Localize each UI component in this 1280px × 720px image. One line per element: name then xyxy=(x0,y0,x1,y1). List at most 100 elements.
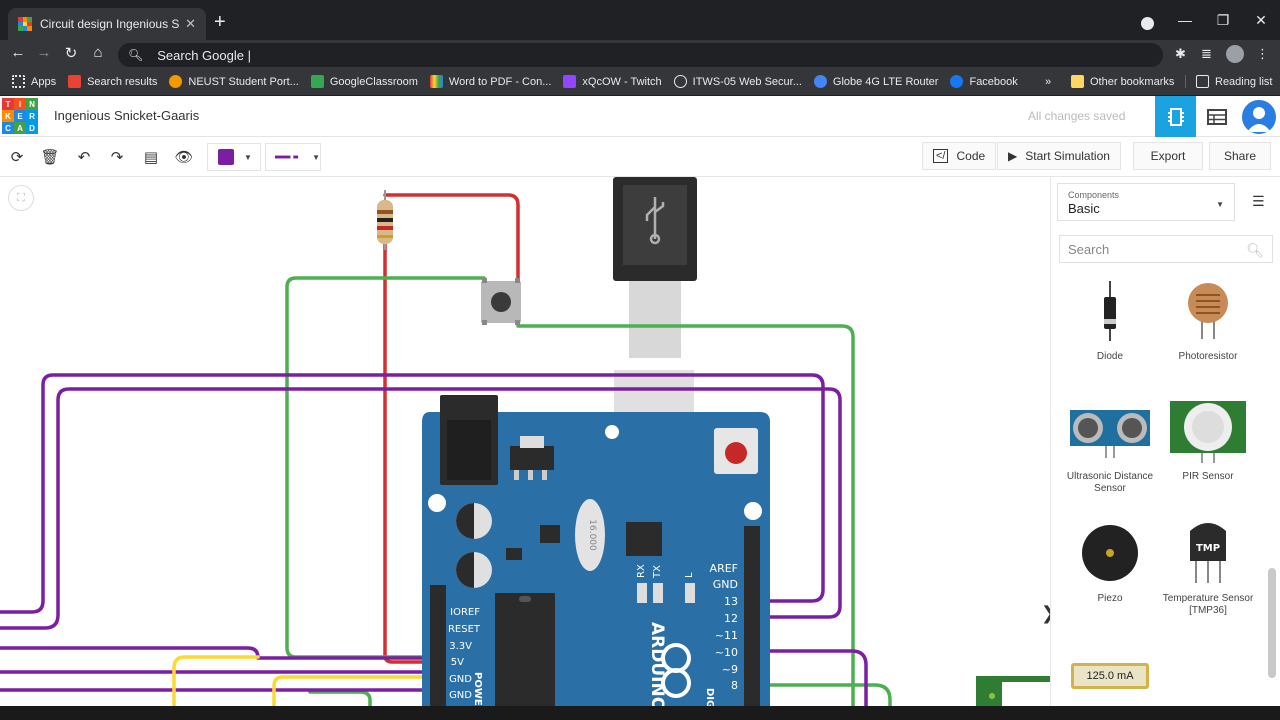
component-label: Ultrasonic Distance Sensor xyxy=(1066,471,1154,494)
tinkercad-logo[interactable]: T I N K E R C A D xyxy=(2,98,38,134)
wires[interactable] xyxy=(0,193,892,706)
address-text: Search Google | xyxy=(157,47,251,63)
bookmark-apps[interactable]: Apps xyxy=(12,75,56,88)
bookmarks-overflow[interactable]: » xyxy=(1045,76,1051,88)
wire-color-picker[interactable]: ▼ xyxy=(207,143,261,171)
component-piezo[interactable]: Piezo xyxy=(1062,519,1158,605)
window-close-icon[interactable]: ✕ xyxy=(1255,11,1267,28)
bookmark-item[interactable]: GoogleClassroom xyxy=(310,75,418,88)
rx-led-label: RX xyxy=(636,564,647,578)
arduino-board[interactable]: 16.000 RX TX L ARDUINO POWE xyxy=(422,395,770,706)
extensions-icon[interactable]: ✱ xyxy=(1175,46,1186,61)
rotate-icon[interactable]: ⟳ xyxy=(10,149,24,166)
tab-close-icon[interactable]: ✕ xyxy=(185,16,196,31)
word-to-pdf-icon xyxy=(429,75,443,88)
component-temperature-sensor[interactable]: TMP Temperature Sensor [TMP36] xyxy=(1160,519,1256,617)
reload-icon[interactable]: ↻ xyxy=(64,45,78,62)
circuit-canvas[interactable]: ⛶ xyxy=(0,177,1050,706)
new-tab-icon[interactable]: + xyxy=(214,11,226,33)
wire-type-picker[interactable]: ▼ xyxy=(265,143,321,171)
pin-label-reset: RESET xyxy=(448,624,481,635)
component-search-input[interactable]: Search 🔍︎ xyxy=(1059,235,1273,263)
twitch-icon xyxy=(563,75,577,88)
panel-collapse-icon[interactable]: ❯ xyxy=(1041,603,1050,624)
list-view-icon[interactable]: ☰ xyxy=(1252,193,1265,209)
browser-tab[interactable]: Circuit design Ingenious Snicket- ✕ xyxy=(8,8,206,40)
bookmark-label: Search results xyxy=(87,75,158,88)
pin-label-ioref: IOREF xyxy=(450,607,480,618)
maximize-icon[interactable]: ❐ xyxy=(1216,11,1230,28)
component-diode[interactable]: Diode xyxy=(1062,277,1158,363)
start-simulation-button[interactable]: ▶ Start Simulation xyxy=(997,142,1121,170)
facebook-icon xyxy=(950,75,964,88)
tx-led-label: TX xyxy=(652,565,663,579)
pushbutton[interactable] xyxy=(481,278,521,325)
components-panel: Components Basic ▼ ☰ Search 🔍︎ Diode xyxy=(1050,177,1280,706)
reading-list[interactable]: Reading list xyxy=(1185,75,1272,88)
code-button[interactable]: </ Code xyxy=(922,142,997,170)
color-swatch xyxy=(218,149,234,165)
fit-view-icon[interactable]: ⛶ xyxy=(8,185,34,211)
chip-icon xyxy=(1167,107,1184,126)
visibility-icon[interactable]: 👁︎ xyxy=(174,149,194,166)
table-icon xyxy=(1206,108,1227,125)
bookmark-item[interactable]: xQcOW - Twitch xyxy=(563,75,662,88)
logo-letter: C xyxy=(2,122,14,134)
user-avatar[interactable] xyxy=(1240,98,1278,136)
bookmark-label: NEUST Student Port... xyxy=(188,75,299,88)
undo-icon[interactable]: ↶ xyxy=(77,149,91,166)
bookmark-item[interactable]: Globe 4G LTE Router xyxy=(813,75,939,88)
minimize-icon[interactable]: — xyxy=(1178,12,1192,28)
chevron-down-icon: ▼ xyxy=(1216,200,1224,209)
l-led-label: L xyxy=(684,572,695,578)
document-name[interactable]: Ingenious Snicket-Gaaris xyxy=(54,108,200,123)
component-ammeter[interactable]: 125.0 mA xyxy=(1071,663,1149,689)
home-icon[interactable]: ⌂ xyxy=(93,44,103,61)
pir-sensor-icon xyxy=(1170,401,1246,463)
component-pir-sensor[interactable]: PIR Sensor xyxy=(1160,397,1256,483)
other-bookmarks[interactable]: Other bookmarks xyxy=(1071,75,1174,88)
redo-icon[interactable]: ↷ xyxy=(110,149,124,166)
module-partial[interactable] xyxy=(976,676,1050,706)
bookmark-label: Globe 4G LTE Router xyxy=(832,75,939,88)
bookmark-item[interactable]: Search results xyxy=(68,75,157,88)
browser-toolbar: ← → ↻ ⌂ 🔍︎ Search Google | ✱ ≣ ⋮ xyxy=(0,40,1280,68)
start-simulation-label: Start Simulation xyxy=(1025,149,1110,163)
media-control-icon[interactable] xyxy=(1141,17,1154,30)
bookmark-label: Facebook xyxy=(969,75,1018,88)
resistor[interactable] xyxy=(377,190,393,250)
forward-icon[interactable]: → xyxy=(36,44,52,61)
address-bar[interactable]: 🔍︎ Search Google | xyxy=(118,43,1163,67)
back-icon[interactable]: ← xyxy=(10,44,26,61)
pin-label-3v3: 3.3V xyxy=(449,641,472,652)
notes-icon[interactable]: ▤ xyxy=(143,149,159,166)
bookmark-label: Apps xyxy=(31,75,57,88)
pin-label-12: 12 xyxy=(724,612,738,625)
delete-icon[interactable]: 🗑︎ xyxy=(40,149,60,166)
profile-avatar[interactable] xyxy=(1226,45,1244,63)
pin-label-gnd: GND xyxy=(449,690,472,701)
piezo-icon xyxy=(1082,525,1138,581)
circuit-view-button[interactable] xyxy=(1155,96,1196,137)
component-label: Diode xyxy=(1096,351,1124,362)
bookmark-item[interactable]: ITWS-05 Web Secur... xyxy=(673,75,802,88)
schematic-view-button[interactable] xyxy=(1196,96,1237,137)
panel-scrollbar[interactable] xyxy=(1268,568,1276,678)
bookmark-item[interactable]: Facebook xyxy=(950,75,1018,88)
media-queue-icon[interactable]: ≣ xyxy=(1201,46,1212,61)
component-photoresistor[interactable]: Photoresistor xyxy=(1160,277,1256,363)
bookmark-item[interactable]: Word to PDF - Con... xyxy=(429,75,551,88)
bookmarks-bar: Apps Search results NEUST Student Port..… xyxy=(0,68,1280,96)
bookmark-item[interactable]: NEUST Student Port... xyxy=(169,75,299,88)
components-dropdown[interactable]: Components Basic ▼ xyxy=(1057,183,1235,221)
export-button[interactable]: Export xyxy=(1133,142,1203,170)
component-ultrasonic-sensor[interactable]: Ultrasonic Distance Sensor xyxy=(1062,397,1158,495)
browser-menu-icon[interactable]: ⋮ xyxy=(1256,46,1269,61)
folder-icon xyxy=(1071,75,1084,88)
wire-style-icon xyxy=(275,155,299,159)
share-button[interactable]: Share xyxy=(1209,142,1271,170)
pin-label-11: ~11 xyxy=(715,629,738,642)
tmp36-icon: TMP xyxy=(1190,523,1226,583)
digital-label: DIG xyxy=(704,688,715,706)
component-label: PIR Sensor xyxy=(1182,471,1234,482)
